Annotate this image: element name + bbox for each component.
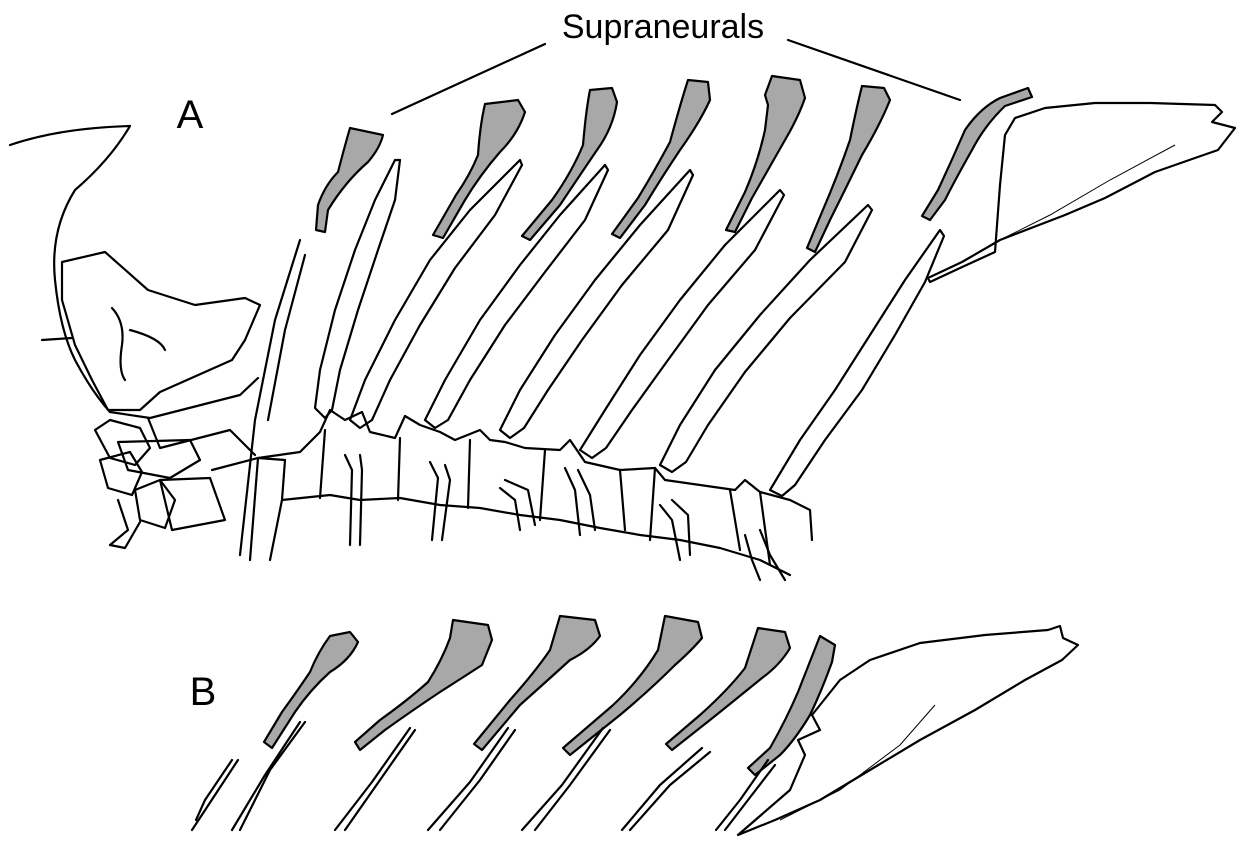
supraneural-b2 (355, 620, 492, 750)
opercle-detail (112, 308, 165, 380)
neural-spine-b6 (622, 748, 710, 830)
vertebral-column-bottom (282, 495, 790, 575)
panel-a-label: A (177, 93, 204, 137)
supraneurals-label: Supraneurals (562, 8, 764, 46)
panel-a-supraneurals (316, 76, 1032, 252)
haemal-processes (345, 455, 785, 580)
pectoral-girdle (110, 378, 258, 455)
supraneural-b1 (264, 632, 358, 748)
neural-spine-a6 (660, 205, 872, 472)
neural-spine-b3 (335, 728, 415, 830)
panel-b-supraneurals (264, 616, 835, 775)
panel-a-skeleton (10, 126, 305, 560)
cleithrum-spine (240, 240, 305, 555)
girdle-lower (110, 500, 140, 548)
panel-a-centra (258, 410, 812, 580)
neural-spine-b4 (428, 728, 515, 830)
neural-spine-b1 (192, 760, 238, 830)
neural-spine-a7 (770, 230, 944, 496)
cranium-outline (10, 126, 130, 412)
supraneural-b3 (474, 616, 600, 750)
label-leader-left (392, 44, 545, 114)
panel-b-label: B (190, 670, 217, 714)
neural-spine-a4 (500, 170, 693, 438)
neural-spine-b5 (522, 728, 610, 830)
